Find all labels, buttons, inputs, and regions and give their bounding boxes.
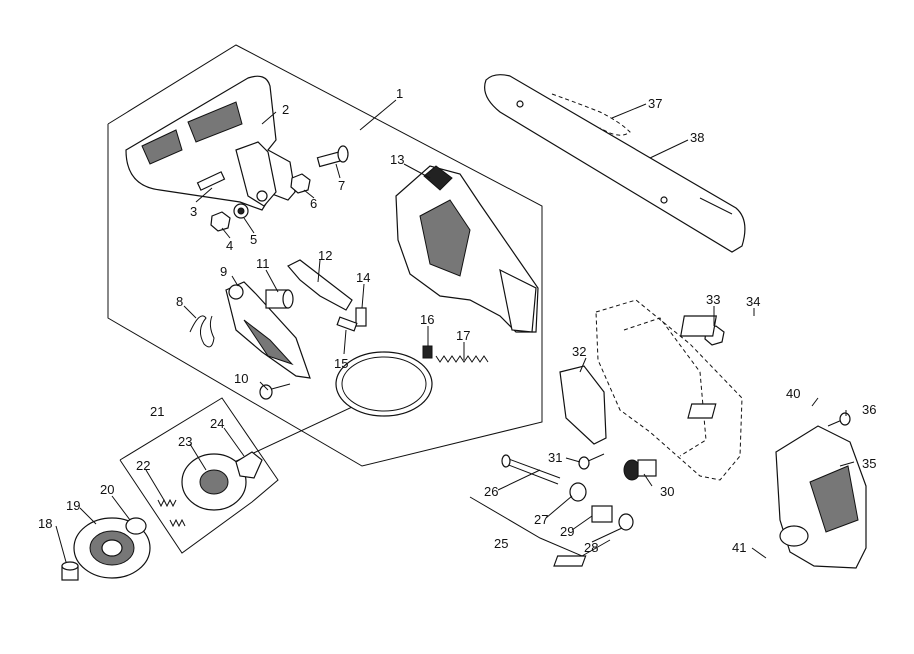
bolt-7 [316,145,349,168]
washer-nut-5-inner [237,207,245,215]
leader-lines [55,99,855,563]
callout-25: 25 [494,536,508,551]
rim-nut-18 [61,561,79,581]
callout-24: 24 [210,416,224,431]
callout-34: 34 [746,294,760,309]
callout-labels: 1 2 3 4 5 6 7 8 9 10 11 12 13 14 15 16 1… [38,86,876,555]
nut-4 [210,211,231,232]
pin-15 [336,316,358,332]
collar-11 [265,289,294,309]
callout-11: 11 [256,256,270,271]
callout-2: 2 [282,102,289,117]
callout-21: 21 [150,404,164,419]
callout-5: 5 [250,232,257,247]
callout-15: 15 [334,356,348,371]
sprocket-housing-13 [395,165,539,333]
brake-band [335,351,433,417]
screw-31 [578,453,605,470]
side-plate-32 [559,365,607,445]
screw-10 [259,383,291,400]
callout-20: 20 [100,482,114,497]
callout-28: 28 [584,540,598,555]
link-plate-12 [287,259,353,311]
nut-6 [290,173,311,194]
adjuster-27 [569,482,587,502]
chain-cover-35 [775,425,867,569]
clutch-drum-19 [73,517,151,579]
callout-32: 32 [572,344,586,359]
callout-18: 18 [38,516,52,531]
callout-38: 38 [690,130,704,145]
callout-7: 7 [338,178,345,193]
label-34 [680,315,717,337]
clutch-key-24 [235,451,263,479]
callout-22: 22 [136,458,150,473]
screw-36 [827,412,851,427]
callout-6: 6 [310,196,317,211]
washer-20 [125,517,147,535]
callout-19: 19 [66,498,80,513]
spring-17 [435,355,489,363]
clutch-23 [181,453,247,511]
brake-lever-9 [225,281,311,379]
callout-13: 13 [390,152,404,167]
callout-30: 30 [660,484,674,499]
assembly-21-outline [119,397,279,554]
spring-8 [189,315,215,348]
callout-27: 27 [534,512,548,527]
callout-41: 41 [732,540,746,555]
callout-17: 17 [456,328,470,343]
callout-35: 35 [862,456,876,471]
nut-28 [618,513,634,531]
label-40 [687,403,717,419]
callout-26: 26 [484,484,498,499]
callout-8: 8 [176,294,183,309]
callout-29: 29 [560,524,574,539]
engine-body-outline [595,299,743,481]
callout-10: 10 [234,371,248,386]
callout-37: 37 [648,96,662,111]
block-29 [591,505,613,523]
label-41 [553,555,587,567]
oil-pump-30 [623,459,657,481]
guide-bar [484,74,746,253]
assembly-25-bracket [469,496,611,557]
callout-36: 36 [862,402,876,417]
callout-12: 12 [318,248,332,263]
chain-cover-plate [125,75,296,211]
assembly-1-outline [107,44,543,467]
callout-3: 3 [190,204,197,219]
callout-31: 31 [548,450,562,465]
callout-33: 33 [706,292,720,307]
callout-23: 23 [178,434,192,449]
saw-chain [551,93,631,136]
callout-1: 1 [396,86,403,101]
callout-4: 4 [226,238,233,253]
callout-9: 9 [220,264,227,279]
dowel-pin [196,171,226,191]
clutch-springs-22 [157,498,186,528]
callout-16: 16 [420,312,434,327]
block-16 [422,345,433,359]
callout-40: 40 [786,386,800,401]
clip-14 [355,307,367,327]
callout-14: 14 [356,270,370,285]
